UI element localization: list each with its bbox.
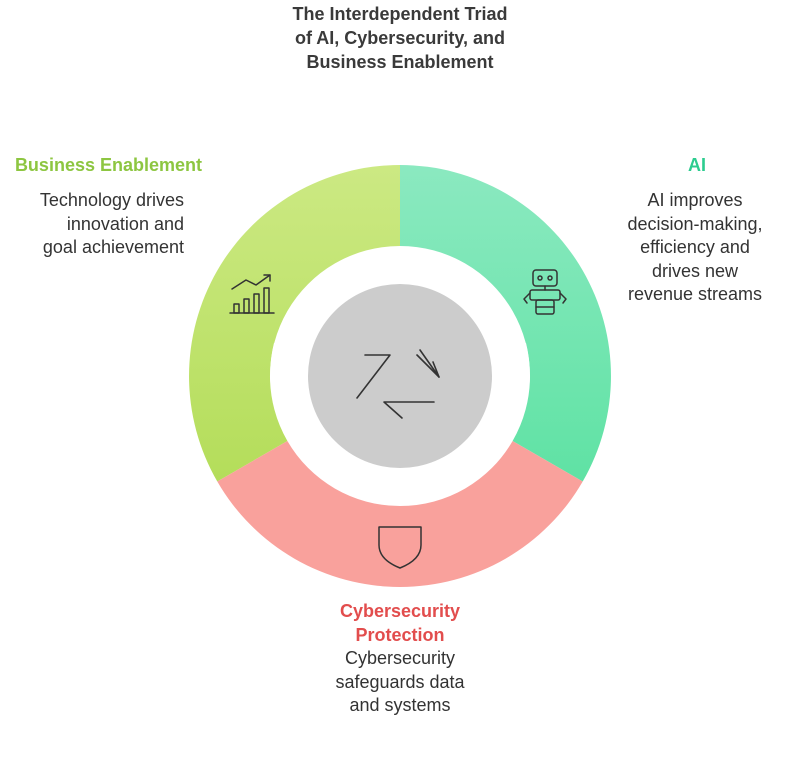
cycle-arrows-icon	[356, 349, 440, 419]
business-desc-line: Technology drives	[39, 190, 184, 210]
segment-ai	[400, 165, 611, 482]
diagram-title: The Interdependent Triad of AI, Cybersec…	[200, 2, 600, 74]
robot-icon	[523, 269, 567, 315]
title-line-1: The Interdependent Triad	[292, 4, 508, 24]
segment-cyber	[217, 441, 583, 587]
ai-heading: AI	[688, 155, 706, 175]
business-enablement-description: Technology drives innovation and goal ac…	[0, 189, 184, 260]
segment-business	[189, 165, 400, 482]
business-desc-line: innovation and	[66, 213, 184, 234]
cyber-heading-line: Protection	[355, 625, 445, 645]
ai-desc-line: decision-making,	[627, 213, 763, 234]
business-enablement-heading: Business Enablement	[14, 155, 202, 175]
cyber-desc-line: and systems	[349, 695, 451, 715]
cyber-desc-line: safeguards data	[335, 671, 465, 692]
cybersecurity-description: Cybersecurity safeguards data and system…	[300, 647, 500, 718]
title-line-3: Business Enablement	[306, 52, 494, 72]
ai-desc-line: AI improves	[647, 190, 743, 210]
cyber-desc-line: Cybersecurity	[344, 648, 456, 668]
business-desc-line: goal achievement	[42, 237, 184, 257]
cyber-heading-line: Cybersecurity	[339, 601, 461, 621]
ai-desc-line: efficiency and	[640, 237, 750, 257]
cybersecurity-heading: Cybersecurity Protection	[300, 599, 500, 647]
shield-icon	[378, 526, 422, 569]
ai-desc-line: drives new	[651, 260, 739, 281]
growth-chart-icon	[229, 274, 275, 314]
center-hub	[308, 284, 492, 468]
ai-description: AI improves decision-making, efficiency …	[590, 189, 800, 307]
ai-desc-line: revenue streams	[627, 284, 763, 304]
interlock-band	[270, 251, 530, 503]
title-line-2: of AI, Cybersecurity, and	[294, 28, 506, 48]
